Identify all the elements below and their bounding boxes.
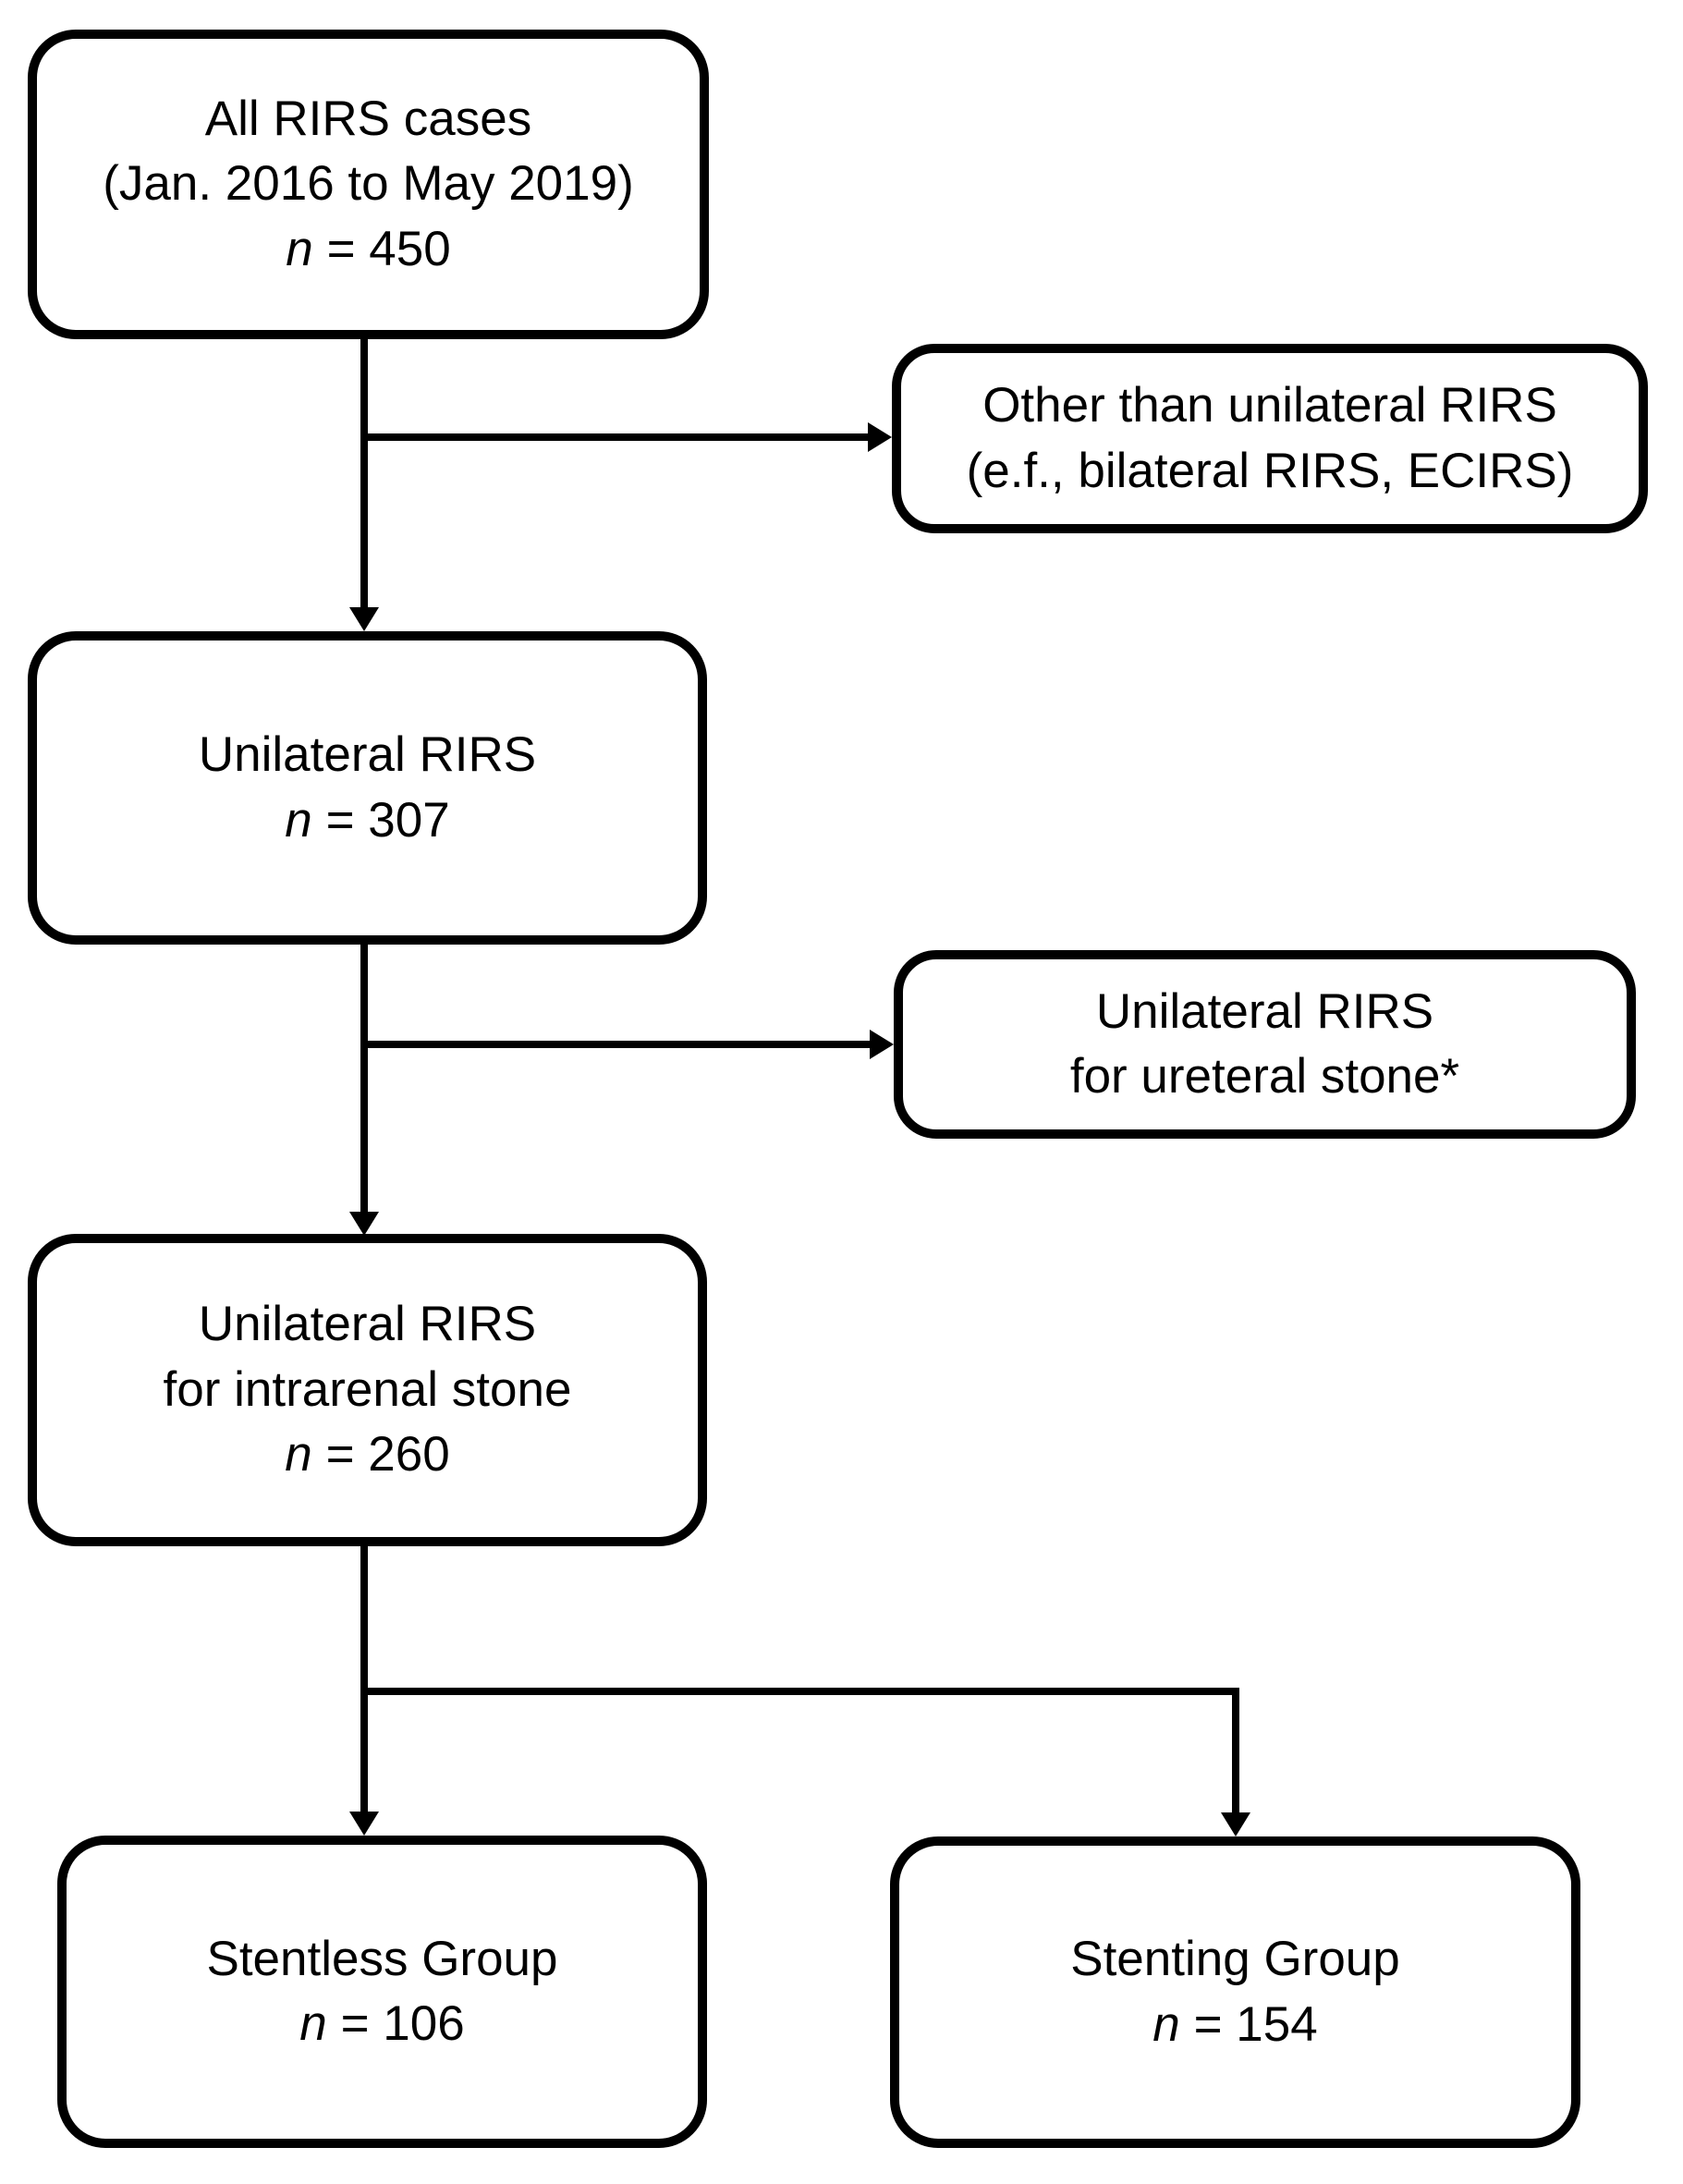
box-unilateral-line-1: Unilateral RIRS [198,727,537,783]
connector-to-other-than-unilateral [360,433,868,441]
box-other-than-unilateral-rirs: Other than unilateral RIRS (e.f., bilate… [892,344,1648,533]
box-stentless-group: Stentless Group n= 106 [57,1836,707,2148]
box-intrarenal-count: n= 260 [285,1422,449,1487]
box-stentless-count: n= 106 [299,1992,464,2056]
split-bar [360,1688,1239,1695]
arrowhead-down-icon [349,1212,379,1236]
n-value: = 154 [1193,1996,1318,2052]
arrowhead-down-icon [349,1812,379,1836]
arrowhead-right-icon [868,422,892,452]
box-all-rirs-cases-line-1: All RIRS cases [204,91,532,146]
box-other-line-2: (e.f., bilateral RIRS, ECIRS) [966,443,1574,498]
box-all-rirs-cases: All RIRS cases (Jan. 2016 to May 2019) n… [28,30,709,339]
box-stenting-group: Stenting Group n= 154 [890,1836,1580,2148]
arrowhead-down-icon [1221,1812,1250,1836]
box-unilateral-rirs-intrarenal-stone: Unilateral RIRS for intrarenal stone n= … [28,1234,707,1546]
box-unilateral-count: n= 307 [285,788,449,853]
box-ureteral-line-2: for ureteral stone* [1069,1049,1460,1104]
box-intrarenal-line-2: for intrarenal stone [163,1361,572,1417]
n-value: = 450 [326,221,451,276]
arrowhead-right-icon [870,1030,894,1059]
box-stenting-count: n= 154 [1152,1993,1317,2057]
box-other-line-1: Other than unilateral RIRS [982,378,1557,433]
n-symbol: n [285,1427,312,1482]
connector-allcases-to-unilateral [360,339,368,607]
box-all-rirs-cases-count: n= 450 [286,217,450,282]
box-stentless-line-1: Stentless Group [206,1931,558,1986]
box-intrarenal-line-1: Unilateral RIRS [198,1297,537,1352]
connector-split-to-stentless [360,1688,368,1812]
box-all-rirs-cases-line-2: (Jan. 2016 to May 2019) [103,156,634,212]
connector-intrarenal-to-split [360,1546,368,1699]
n-value: = 307 [325,792,450,848]
arrowhead-down-icon [349,607,379,631]
n-symbol: n [299,1996,327,2051]
n-symbol: n [1152,1996,1180,2052]
box-unilateral-rirs-ureteral-stone: Unilateral RIRS for ureteral stone* [894,950,1636,1139]
n-value: = 106 [340,1996,465,2051]
box-ureteral-line-1: Unilateral RIRS [1095,983,1434,1039]
connector-to-ureteral-stone [360,1041,870,1048]
box-unilateral-rirs: Unilateral RIRS n= 307 [28,631,707,945]
connector-unilateral-to-intrarenal [360,945,368,1212]
connector-split-to-stenting [1232,1688,1239,1812]
box-stenting-line-1: Stenting Group [1070,1932,1400,1987]
n-value: = 260 [325,1427,450,1482]
n-symbol: n [286,221,313,276]
n-symbol: n [285,792,312,848]
